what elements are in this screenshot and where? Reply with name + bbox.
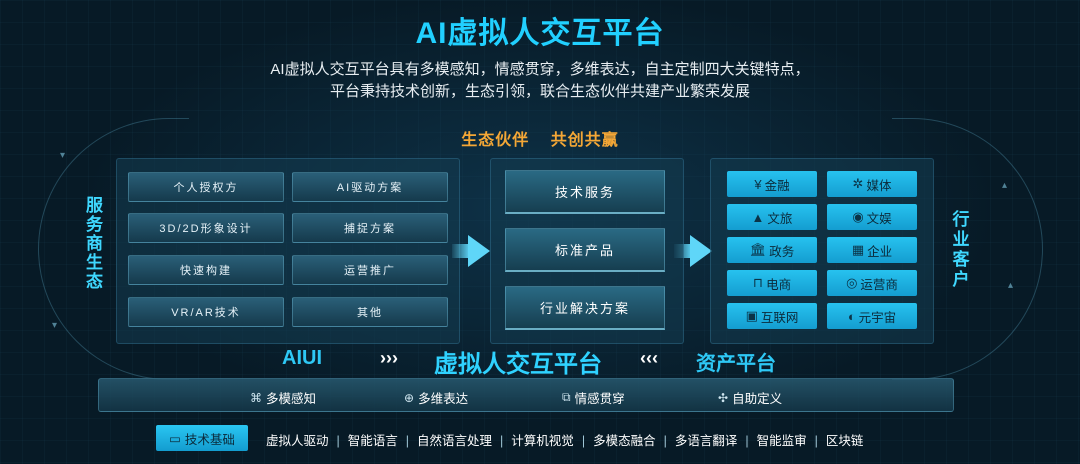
customer-item[interactable]: ▲文旅 (727, 204, 817, 230)
customer-label: 文娱 (866, 211, 892, 226)
tech-separator: | (405, 434, 410, 448)
page-title: AI虚拟人交互平台 (415, 17, 665, 50)
subtitle-line-1: AI虚拟人交互平台具有多模感知，情感贯穿，多维表达，自主定制四大关键特点， (270, 61, 810, 78)
enterprise-icon: ▦ (851, 242, 865, 257)
tech-base-label: 技术基础 (184, 432, 235, 447)
tech-item: 区块链 (825, 434, 864, 448)
tech-separator: | (663, 434, 667, 448)
provider-item[interactable]: AI驱动方案 (292, 172, 448, 202)
feature-item: ⊕多维表达 (404, 388, 468, 407)
customer-label: 电商 (766, 277, 792, 292)
mountain-icon: ▲ (751, 209, 765, 225)
customer-item[interactable]: ◐元宇宙 (827, 303, 917, 329)
middle-item[interactable]: 行业解决方案 (505, 286, 665, 330)
tech-separator: | (814, 434, 818, 448)
left-orbit-dots: ▾ (60, 150, 66, 161)
feature-label: 情感贯穿 (574, 392, 625, 406)
ecosystem-header: 生态伙伴 共创共赢 (0, 126, 1080, 150)
customer-label: 企业 (867, 244, 893, 259)
tech-separator: | (500, 434, 504, 448)
government-icon: 🏛 (749, 242, 767, 257)
feature-item: ⌘ 多模感知 (250, 388, 316, 407)
tech-item: 多语言翻译 (674, 434, 738, 448)
arrow-right-2 (690, 235, 712, 267)
tech-separator: | (581, 434, 586, 448)
arrow-stem-1 (452, 244, 470, 258)
tech-separator: | (336, 434, 340, 448)
provider-item[interactable]: 捕捉方案 (292, 213, 448, 243)
customer-item[interactable]: ⊓电商 (727, 270, 817, 296)
tech-item: 多模态融合 (593, 434, 656, 448)
media-icon: ✲ (852, 176, 864, 191)
provider-item[interactable]: 快速构建 (128, 255, 284, 285)
tech-item: 智能监审 (756, 434, 807, 448)
customer-item[interactable]: 🏛政务 (727, 237, 817, 263)
customer-label: 金融 (764, 178, 790, 193)
ecosystem-label-win: 共创共赢 (550, 132, 619, 149)
right-orbit-dots: ▴ (1002, 180, 1008, 191)
customer-label: 互联网 (760, 310, 799, 325)
right-orbit-dots-2: ▴ (1008, 280, 1014, 291)
customer-label: 媒体 (866, 178, 892, 193)
right-side-label: 行业客户 (944, 210, 984, 290)
customer-label: 文旅 (767, 211, 793, 226)
provider-item[interactable]: 个人授权方 (128, 172, 284, 202)
sense-icon: ⌘ (250, 390, 262, 405)
tech-item: 虚拟人驱动 (266, 434, 329, 448)
feature-label: 多模感知 (266, 392, 317, 406)
customer-item[interactable]: ◉文娱 (827, 204, 917, 230)
internet-icon: ▣ (745, 308, 758, 323)
expression-icon: ⊕ (404, 390, 415, 405)
feature-label: 多维表达 (418, 392, 469, 406)
tech-item: 自然语言处理 (417, 434, 493, 448)
entertainment-icon: ◉ (852, 209, 864, 224)
band-left-aiui: AIUI (282, 347, 322, 369)
provider-item[interactable]: 其他 (292, 297, 448, 327)
provider-item[interactable]: 3D/2D形象设计 (128, 213, 284, 243)
customer-item[interactable]: ¥金融 (727, 171, 817, 197)
subtitle-line-2: 平台秉持技术创新，生态引领，联合生态伙伴共建产业繁荣发展 (329, 83, 750, 100)
feature-item: ✣自助定义 (718, 388, 782, 407)
band-left-arrows: ››› (380, 348, 398, 368)
customer-label: 元宇宙 (858, 310, 897, 325)
tech-item: 智能语言 (347, 434, 398, 448)
emotion-icon: ⧉ (562, 390, 571, 404)
band-right-asset: 资产平台 (696, 353, 776, 375)
arrow-right-1 (468, 235, 490, 267)
customer-item[interactable]: ✲媒体 (827, 171, 917, 197)
provider-item[interactable]: 运营推广 (292, 255, 448, 285)
operator-icon: ◎ (846, 275, 858, 290)
chip-icon: ▭ (169, 431, 181, 446)
customer-label: 运营商 (860, 277, 898, 292)
band-center-platform: 虚拟人交互平台 (434, 351, 602, 378)
left-side-label: 服务商生态 (83, 196, 102, 291)
features-bar (98, 378, 954, 412)
customer-label: 政务 (769, 244, 795, 259)
platform-band: AIUI ››› 虚拟人交互平台 ‹‹‹ 资产平台 (0, 344, 1080, 378)
right-side-label-text: 行业客户 (952, 210, 972, 289)
band-right-arrows: ‹‹‹ (640, 348, 658, 368)
shopping-bag-icon: ⊓ (752, 275, 764, 290)
tech-separator: | (745, 434, 749, 448)
tech-base-button[interactable]: ▭ 技术基础 (156, 425, 248, 451)
middle-item[interactable]: 标准产品 (505, 228, 665, 272)
customize-icon: ✣ (718, 390, 729, 405)
tech-item: 计算机视觉 (511, 434, 574, 448)
customer-item[interactable]: ▣互联网 (727, 303, 817, 329)
middle-item[interactable]: 技术服务 (505, 170, 665, 214)
customer-item[interactable]: ◎运营商 (827, 270, 917, 296)
tech-list: 虚拟人驱动 | 智能语言 | 自然语言处理 | 计算机视觉 | 多模态融合 | 多语言翻译 | 智能监审… (266, 430, 863, 449)
yen-icon: ¥ (754, 176, 762, 192)
ecosystem-label-partners: 生态伙伴 (461, 132, 530, 149)
feature-item: ⧉情感贯穿 (562, 388, 625, 407)
left-orbit-dots-2: ▾ (52, 320, 58, 331)
customer-item[interactable]: ▦企业 (827, 237, 917, 263)
provider-item[interactable]: VR/AR技术 (128, 297, 284, 327)
feature-label: 自助定义 (732, 392, 783, 406)
metaverse-icon: ◐ (847, 308, 856, 324)
